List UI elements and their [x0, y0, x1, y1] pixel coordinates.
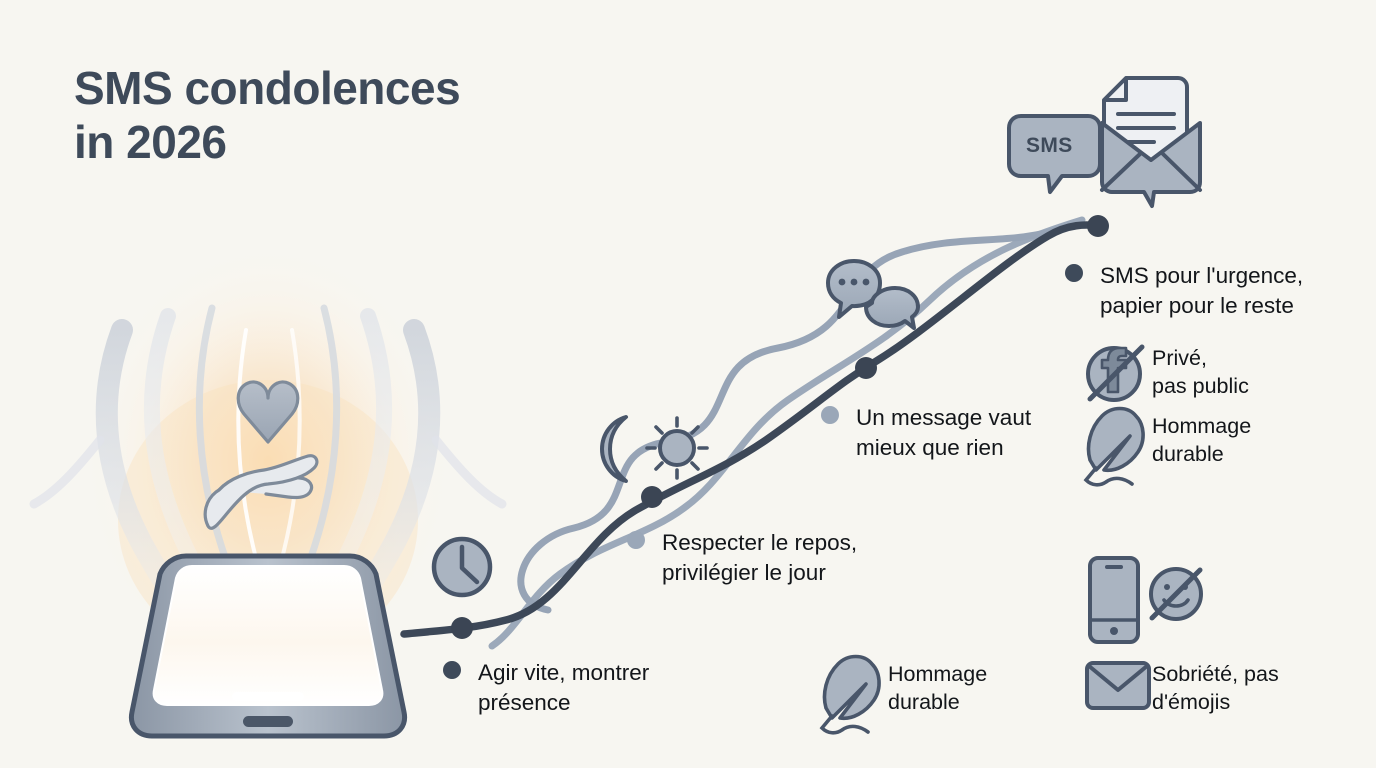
- sms-badge-label: SMS: [1026, 134, 1073, 157]
- label-hommage-durable-right: Hommage durable: [1152, 414, 1252, 467]
- envelope-icon: [1085, 661, 1151, 710]
- bullet-step-4: [1065, 264, 1083, 282]
- journey-node-3: [855, 357, 877, 379]
- feather-quill-icon-bottom: [819, 654, 881, 735]
- label-prive-pas-public: Privé, pas public: [1152, 346, 1249, 399]
- journey-curve-secondary-2: [488, 216, 1086, 650]
- clock-icon: [431, 536, 493, 598]
- journey-node-4: [1087, 215, 1109, 237]
- label-step-3: Un message vaut mieux que rien: [856, 405, 1032, 460]
- journey-node-2: [641, 486, 663, 508]
- journey-curve-secondary: [517, 224, 1068, 614]
- page-title: SMS condolences in 2026: [74, 62, 461, 168]
- sms-speech-bubble-icon: [1007, 114, 1102, 194]
- no-social-icon: [1086, 344, 1145, 402]
- label-step-1: Agir vite, montrer présence: [478, 660, 650, 715]
- no-emoji-icon: [1149, 567, 1203, 621]
- label-step-2: Respecter le repos, privilégier le jour: [662, 530, 858, 585]
- smartphone-perspective: [128, 553, 408, 739]
- hand-heart-icon: [203, 380, 319, 530]
- chat-bubbles-icon: [826, 259, 920, 330]
- journey-curve-main: [400, 221, 1104, 638]
- smartphone-icon: [1088, 556, 1140, 644]
- bullet-step-3: [821, 406, 839, 424]
- bullet-step-1: [443, 661, 461, 679]
- feather-quill-icon-right: [1083, 406, 1145, 487]
- moon-sun-icon: [600, 415, 709, 483]
- bullet-step-2: [627, 531, 645, 549]
- label-sobriete-pas-demojis: Sobriété, pas d'émojis: [1152, 662, 1279, 715]
- open-envelope-letter-icon: [1100, 76, 1202, 208]
- journey-node-1: [451, 617, 473, 639]
- label-step-4: SMS pour l'urgence, papier pour le reste: [1100, 263, 1304, 318]
- label-hommage-durable-bottom: Hommage durable: [888, 662, 988, 715]
